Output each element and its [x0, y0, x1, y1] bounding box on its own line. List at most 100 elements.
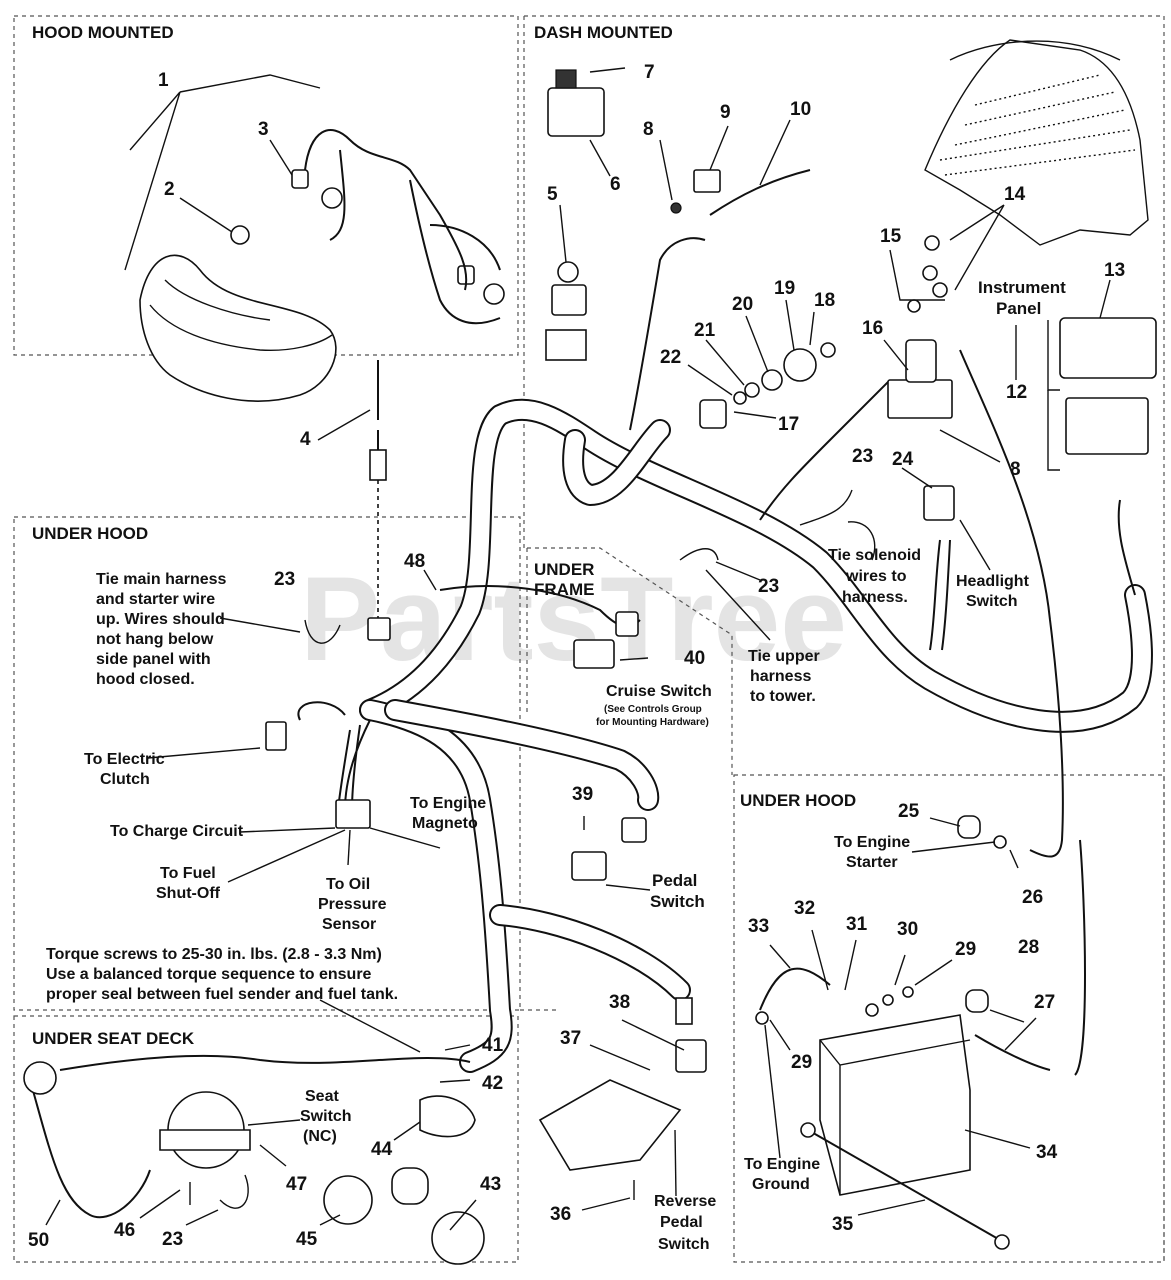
- dash-wire: [629, 237, 706, 431]
- callout-10: 10: [790, 99, 811, 120]
- tie-main-note-5: side panel with: [96, 651, 211, 668]
- callout-34: 34: [1036, 1142, 1058, 1163]
- electric-clutch-label-1: To Electric: [84, 751, 165, 768]
- charge-circuit-label: To Charge Circuit: [110, 823, 244, 840]
- oil-sensor-label-3: Sensor: [322, 916, 376, 933]
- engine-wire-branch: [297, 701, 371, 811]
- callout-16: 16: [862, 318, 883, 339]
- callout-17: 17: [778, 414, 799, 435]
- callout-22: 22: [660, 347, 681, 368]
- callout-50: 50: [28, 1230, 49, 1251]
- wire-10: [709, 169, 811, 216]
- solenoid-wire: [759, 379, 891, 521]
- engine-starter-label-1: To Engine: [834, 834, 910, 851]
- cruise-switch-note-2: for Mounting Hardware): [596, 717, 709, 728]
- callout-26: 26: [1022, 887, 1043, 908]
- wire-50: [29, 1079, 151, 1219]
- callout-14: 14: [1004, 184, 1026, 205]
- callout-4: 4: [300, 429, 311, 450]
- callout-31: 31: [846, 914, 868, 935]
- engine-starter-label-2: Starter: [846, 854, 898, 871]
- callout-46: 46: [114, 1220, 135, 1241]
- headlight-switch-label-2: Switch: [966, 593, 1018, 610]
- section-dash-mounted: DASH MOUNTED: [534, 23, 673, 42]
- starter-wire: [959, 349, 1064, 858]
- callout-19: 19: [774, 278, 795, 299]
- callout-43: 43: [480, 1174, 501, 1195]
- reverse-switch-label-3: Switch: [658, 1236, 710, 1253]
- callout-24: 24: [892, 449, 914, 470]
- cruise-switch-note-1: (See Controls Group: [604, 704, 702, 715]
- callout-28: 28: [1018, 937, 1039, 958]
- callout-25: 25: [898, 801, 920, 822]
- callout-32: 32: [794, 898, 815, 919]
- reverse-switch-label-1: Reverse: [654, 1193, 716, 1210]
- callout-45: 45: [296, 1229, 318, 1250]
- callout-7: 7: [644, 62, 655, 83]
- callout-47: 47: [286, 1174, 307, 1195]
- tie-main-note-2: and starter wire: [96, 591, 215, 608]
- callout-5: 5: [547, 184, 558, 205]
- fuel-shutoff-label-2: Shut-Off: [156, 885, 221, 902]
- tie-solenoid-note-2: wires to: [845, 568, 907, 585]
- section-under-seat-deck: UNDER SEAT DECK: [32, 1029, 195, 1048]
- callout-33: 33: [748, 916, 769, 937]
- callout-8a: 8: [643, 119, 654, 140]
- callout-6: 6: [610, 174, 621, 195]
- engine-ground-label-1: To Engine: [744, 1156, 820, 1173]
- dashboard-drawing: [924, 39, 1149, 246]
- section-borders: [13, 15, 1165, 1263]
- torque-note-3: proper seal between fuel sender and fuel…: [46, 986, 398, 1003]
- tie-main-note-6: hood closed.: [96, 671, 195, 688]
- callout-37: 37: [560, 1028, 581, 1049]
- torque-note-2: Use a balanced torque sequence to ensure: [46, 966, 372, 983]
- callout-30: 30: [897, 919, 918, 940]
- tie-main-note-3: up. Wires should: [96, 611, 225, 628]
- engine-magneto-label-1: To Engine: [410, 795, 486, 812]
- tie-main-note-1: Tie main harness: [96, 571, 227, 588]
- callout-40: 40: [684, 648, 705, 669]
- callout-35: 35: [832, 1214, 854, 1235]
- callout-18: 18: [814, 290, 835, 311]
- electric-clutch-label-2: Clutch: [100, 771, 150, 788]
- callouts: 1 2 3 4 5 6 7 8 8 9 10 12 13 14 15 16 17…: [28, 62, 1125, 1251]
- headlight-switch-wires: [929, 539, 951, 651]
- engine-ground-label-2: Ground: [752, 1176, 810, 1193]
- section-under-hood-left: UNDER HOOD: [32, 524, 148, 543]
- parts: [23, 69, 1157, 1265]
- bulb: [230, 225, 250, 245]
- callout-3: 3: [258, 119, 269, 140]
- callout-8b: 8: [1010, 459, 1021, 480]
- section-under-hood-right: UNDER HOOD: [740, 791, 856, 810]
- callout-20: 20: [732, 294, 753, 315]
- section-hood-mounted: HOOD MOUNTED: [32, 23, 174, 42]
- seat-switch-label-1: Seat: [305, 1088, 339, 1105]
- tie-upper-note-2: harness: [750, 668, 811, 685]
- callout-42: 42: [482, 1073, 503, 1094]
- callout-23a: 23: [274, 569, 295, 590]
- instrument-panel-label-2: Panel: [996, 299, 1041, 318]
- instrument-panel-label-1: Instrument: [978, 278, 1066, 297]
- seat-switch-label-2: Switch: [300, 1108, 352, 1125]
- tie-solenoid-note-1: Tie solenoid: [828, 547, 921, 564]
- headlight-bezel: [139, 169, 505, 402]
- oil-sensor-label-2: Pressure: [318, 896, 387, 913]
- callout-39: 39: [572, 784, 593, 805]
- callout-13: 13: [1104, 260, 1125, 281]
- fuel-shutoff-label-1: To Fuel: [160, 865, 216, 882]
- main-harness: [359, 398, 1153, 1073]
- section-under-frame-line1: UNDER: [534, 560, 594, 579]
- panel-wires: [1117, 499, 1136, 596]
- callout-38: 38: [609, 992, 630, 1013]
- tie-upper-note-3: to tower.: [750, 688, 816, 705]
- callout-15: 15: [880, 226, 902, 247]
- callout-29b: 29: [791, 1052, 812, 1073]
- oil-sensor-label-1: To Oil: [326, 876, 370, 893]
- pedal-switch-label-1: Pedal: [652, 871, 697, 890]
- leader-lines: [45, 67, 1111, 1231]
- cruise-switch-label: Cruise Switch: [606, 683, 712, 700]
- pedal-switch-label-2: Switch: [650, 892, 705, 911]
- callout-48: 48: [404, 551, 425, 572]
- callout-2: 2: [164, 179, 175, 200]
